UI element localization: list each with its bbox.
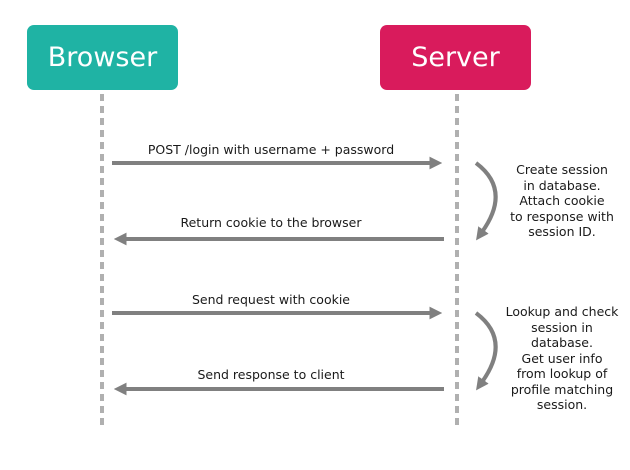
note-line: Attach cookie — [519, 193, 605, 208]
self-arrow-lookup-session — [474, 311, 498, 391]
note-line: database. — [531, 335, 593, 350]
message-label-login: POST /login with username + password — [147, 142, 395, 157]
note-line: in database. — [523, 177, 601, 193]
note-line: Get user info — [521, 350, 603, 366]
self-arrow-create-session — [474, 161, 498, 241]
note-line: to response with — [510, 208, 614, 224]
server-actor-label: Server — [411, 42, 500, 73]
note-lookup-session: Lookup and check session in database. Ge… — [497, 304, 627, 413]
note-create-session: Create session in database. Attach cooki… — [497, 162, 627, 240]
note-line: session. — [536, 397, 588, 412]
browser-actor-box: Browser — [27, 25, 178, 90]
note-line: session in — [531, 319, 593, 335]
note-line: Lookup and check — [505, 304, 619, 319]
browser-actor-label: Browser — [47, 42, 158, 73]
message-label-return-cookie: Return cookie to the browser — [180, 215, 362, 230]
note-line: Create session — [516, 162, 608, 177]
note-line: profile matching — [510, 381, 614, 397]
note-line: session ID. — [528, 224, 596, 239]
note-line: from lookup of — [516, 366, 608, 381]
server-actor-box: Server — [380, 25, 531, 90]
message-label-send-request: Send request with cookie — [191, 292, 351, 307]
message-label-send-response: Send response to client — [197, 367, 345, 382]
